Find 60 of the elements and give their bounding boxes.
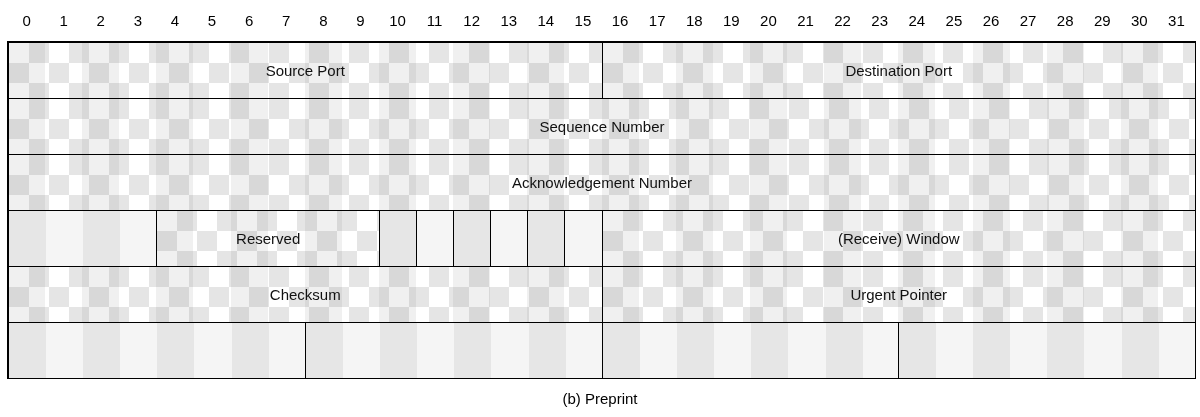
header-field — [601, 266, 1196, 323]
bit-number: 3 — [132, 11, 143, 31]
field-name: (Receive) Window — [837, 230, 960, 247]
header-field — [8, 266, 603, 323]
bit-number: 21 — [796, 11, 815, 31]
bit-number: 27 — [1018, 11, 1038, 31]
header-field — [156, 210, 380, 267]
flag-bit-field — [490, 210, 529, 267]
bit-number: 25 — [944, 11, 964, 31]
header-field — [8, 154, 1196, 211]
flag-bit-field — [453, 210, 492, 267]
bit-number: 7 — [281, 11, 292, 31]
field-name: Source Port — [265, 62, 345, 79]
bit-number: 26 — [981, 11, 1001, 31]
bit-number: 5 — [206, 11, 218, 31]
field-name: Sequence Number — [539, 118, 665, 135]
bit-number: 30 — [1130, 11, 1149, 31]
bit-number: 18 — [684, 11, 704, 31]
caption: (b) Preprint — [562, 390, 638, 407]
bit-number: 11 — [425, 11, 444, 31]
header-field — [601, 42, 1196, 99]
bit-number: 19 — [722, 11, 741, 31]
bit-number: 9 — [355, 11, 366, 31]
header-field — [8, 322, 306, 379]
field-name: Checksum — [269, 286, 341, 303]
header-field — [8, 210, 158, 267]
bit-number: 12 — [462, 11, 481, 31]
bit-number: 8 — [318, 11, 329, 31]
flag-bit-field — [564, 210, 603, 267]
bit-number: 6 — [243, 11, 255, 31]
field-name: Reserved — [236, 230, 301, 247]
bit-number: 2 — [95, 11, 106, 31]
header-field — [8, 42, 603, 99]
bit-number: 29 — [1092, 11, 1112, 31]
bit-number: 10 — [388, 11, 407, 31]
header-field — [601, 322, 900, 379]
bit-number: 20 — [759, 11, 778, 31]
bit-number: 13 — [499, 11, 519, 31]
bit-number: 23 — [870, 11, 890, 31]
header-field — [601, 210, 1196, 267]
bit-number: 28 — [1055, 11, 1075, 31]
bit-number: 15 — [573, 11, 593, 31]
bit-number: 31 — [1167, 11, 1186, 31]
flag-bit-field — [378, 210, 418, 267]
header-field — [304, 322, 603, 379]
header-field — [8, 98, 1196, 155]
bit-number: 24 — [907, 11, 927, 31]
bit-number: 16 — [610, 11, 630, 31]
header-field — [898, 322, 1196, 379]
field-name: Destination Port — [845, 62, 953, 79]
bit-number: 0 — [21, 11, 32, 31]
field-name: Acknowledgement Number — [511, 174, 693, 191]
bit-number: 1 — [58, 11, 69, 31]
flag-bit-field — [527, 210, 566, 267]
bit-number: 14 — [536, 11, 556, 31]
bit-number: 22 — [833, 11, 852, 31]
flag-bit-field — [416, 210, 455, 267]
bit-number: 17 — [647, 11, 667, 31]
bit-number: 4 — [169, 11, 181, 31]
field-name: Urgent Pointer — [850, 286, 948, 303]
